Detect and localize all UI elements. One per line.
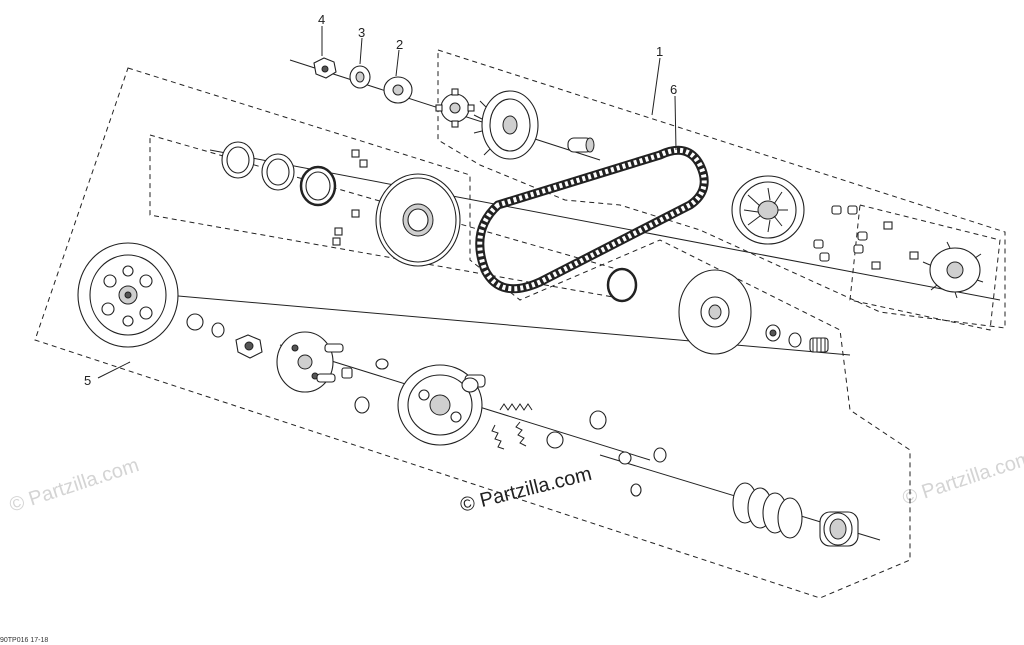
ring-set [221, 141, 337, 207]
clutch-bell [77, 242, 179, 348]
spring-seat-collar [819, 511, 859, 547]
leader-lines [97, 26, 677, 379]
fixed-drive-face [375, 173, 461, 267]
clutch-springs [491, 403, 533, 450]
callout-2: 2 [396, 37, 403, 52]
top-shaft-parts [313, 57, 595, 160]
sub-assembly-boundary [149, 134, 631, 301]
drive-belt [475, 145, 709, 294]
torque-spring [732, 482, 803, 539]
watermark-main: © Partzilla.com [458, 463, 594, 517]
bushings [546, 410, 667, 497]
variator-boundary [849, 204, 1001, 331]
assembly-5-boundary [34, 67, 911, 599]
driven-face-pulley [473, 90, 539, 160]
watermark-left: © Partzilla.com [7, 454, 142, 517]
variator [731, 175, 805, 245]
slider-pieces [332, 149, 368, 246]
callout-1: 1 [656, 44, 663, 59]
callout-4: 4 [318, 12, 325, 27]
ramp-plate [922, 241, 984, 299]
callouts: 4 3 2 1 6 5 [84, 12, 677, 388]
watermark-right: © Partzilla.com [900, 447, 1024, 510]
clutch-small-parts [186, 313, 263, 359]
callout-3: 3 [358, 25, 365, 40]
variator-rollers [813, 205, 919, 270]
callout-5: 5 [84, 373, 91, 388]
needle-bearings [765, 324, 829, 353]
spline-gear [435, 88, 475, 128]
clutch-drum [397, 364, 486, 446]
clutch-shoe-plate [276, 331, 344, 393]
shaft-axis-lines [109, 59, 1001, 541]
belt-seal-ring [606, 267, 638, 303]
movable-driven-face [678, 269, 752, 355]
callout-6: 6 [670, 82, 677, 97]
figure-code: 90TP016 17-18 [0, 637, 48, 644]
